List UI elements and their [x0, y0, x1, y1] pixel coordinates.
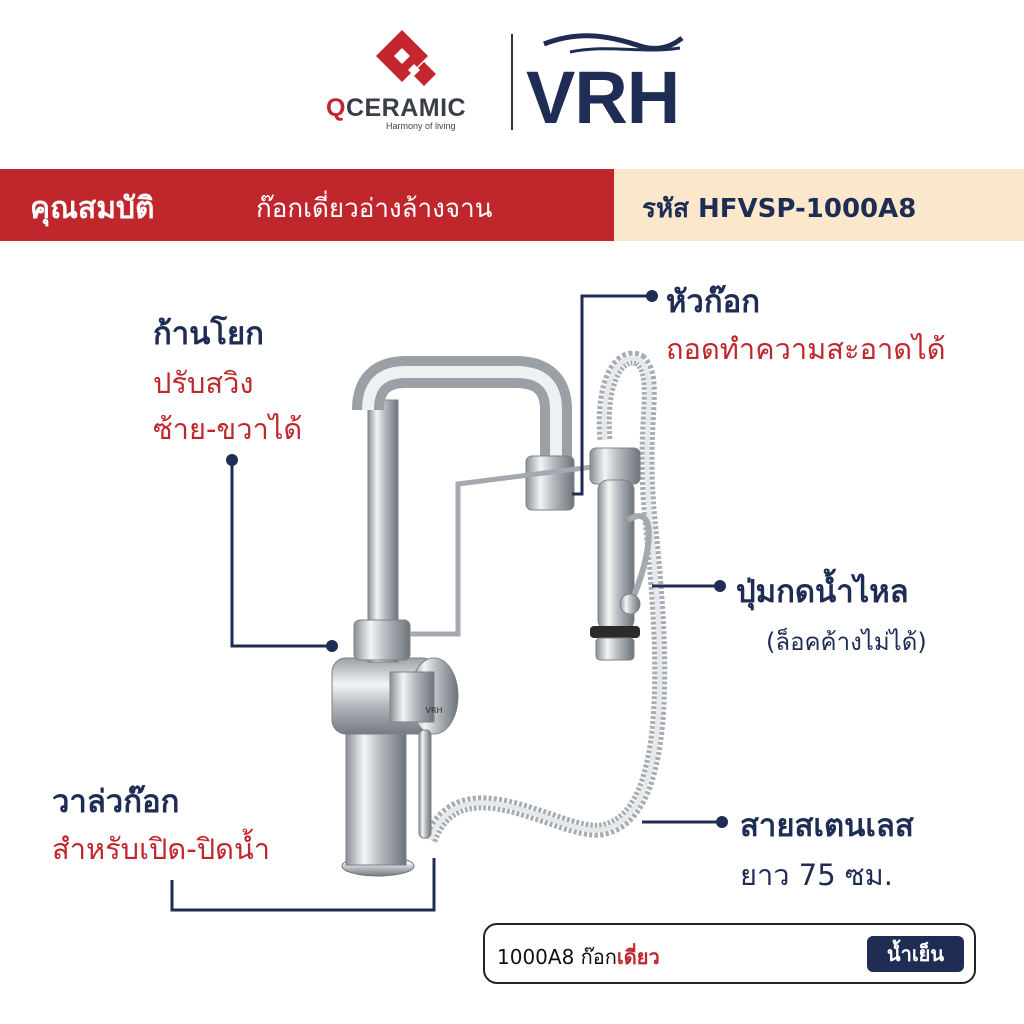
- logo-divider: [511, 34, 513, 130]
- cold-water-badge: น้ำเย็น: [867, 936, 964, 972]
- lever-callout-line1: ปรับสวิง: [153, 366, 254, 400]
- qceramic-logo-mark: [376, 30, 436, 86]
- product-tag-model: 1000A8 ก๊อกเดี่ยว: [497, 945, 660, 969]
- qceramic-wordmark: QCERAMIC: [326, 94, 467, 122]
- valve-callout-desc: สำหรับเปิด-ปิดน้ำ: [52, 832, 271, 866]
- hose-callout-desc: ยาว 75 ซม.: [740, 858, 893, 892]
- head-callout-line: [572, 294, 652, 496]
- button-callout-desc: (ล็อคค้างไม่ได้): [766, 628, 927, 656]
- lever-callout-title: ก้านโยก: [153, 316, 264, 352]
- qceramic-tagline: Harmony of living: [386, 121, 456, 131]
- lever-callout-line: [230, 460, 332, 648]
- head-callout-desc: ถอดทำความสะอาดได้: [666, 332, 946, 366]
- banner-cream-section: [614, 169, 1024, 241]
- banner-subtitle: ก๊อกเดี่ยวอ่างล้างจาน: [256, 194, 493, 224]
- hose-callout-title: สายสเตนเลส: [740, 808, 914, 844]
- banner-title: คุณสมบัติ: [30, 191, 155, 226]
- vrh-wordmark: VRH: [526, 56, 680, 139]
- svg-text:VRH: VRH: [425, 706, 442, 715]
- product-code: รหัส HFVSP-1000A8: [642, 194, 917, 224]
- valve-callout-line: [170, 858, 436, 912]
- lever-callout-line2: ซ้าย-ขวาได้: [153, 412, 303, 446]
- product-tag-type: เดี่ยว: [616, 945, 660, 969]
- button-callout-title: ปุ่มกดน้ำไหล: [736, 574, 909, 610]
- vrh-wave-icon: [543, 33, 684, 54]
- valve-callout-title: วาล่วก๊อก: [52, 784, 180, 820]
- banner-red-section: [0, 169, 614, 241]
- head-callout-title: หัวก๊อก: [666, 284, 760, 320]
